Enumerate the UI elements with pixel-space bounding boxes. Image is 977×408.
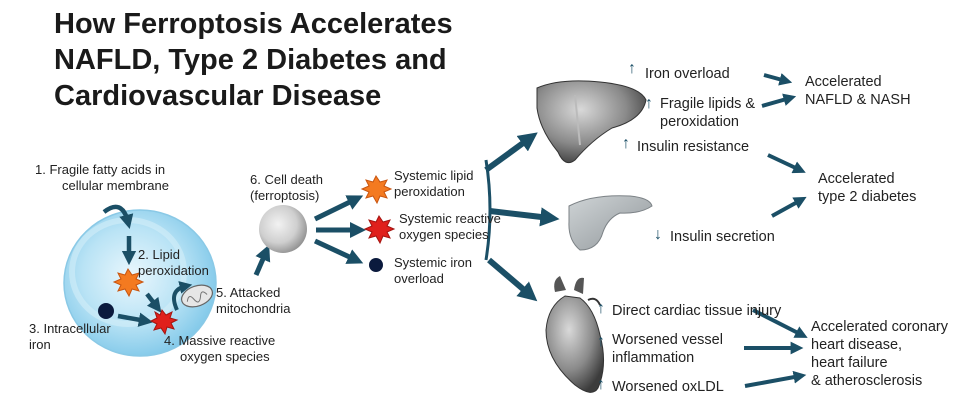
systemic-ros-label: Systemic reactive oxygen species xyxy=(399,211,501,242)
step5-label: 5. Attacked mitochondria xyxy=(216,285,291,316)
fragile-lipids-label: Fragile lipids & peroxidation xyxy=(660,96,756,130)
systemic-iron-dot-icon xyxy=(369,258,383,272)
arrow-ros-to-mito xyxy=(172,281,193,311)
systemic-ros-icon xyxy=(363,215,396,245)
heart-icon xyxy=(545,276,604,393)
outcome-diabetes: Accelerated type 2 diabetes xyxy=(818,171,917,205)
step4-label: 4. Massive reactive oxygen species xyxy=(164,333,276,364)
iron-overload-label: Iron overload xyxy=(645,66,730,82)
liver-icon xyxy=(536,80,647,164)
arrow-to-systemic-lipid xyxy=(313,195,364,222)
oxldl-label: Worsened oxLDL xyxy=(612,379,724,395)
arrow-insulin-to-diabetes xyxy=(767,153,806,174)
down-arrow-icon: ↓ xyxy=(654,226,662,243)
arrow-to-heart xyxy=(487,257,538,302)
arrow-injury-to-cvd xyxy=(752,308,808,338)
outcome-cvd: Accelerated coronary heart disease, hear… xyxy=(811,319,949,389)
arrow-to-liver xyxy=(484,132,538,173)
step1-label: 1. Fragile fatty acids in cellular membr… xyxy=(35,162,169,193)
title-line-2: NAFLD, Type 2 Diabetes and xyxy=(54,44,447,76)
vessel-inflammation-label: Worsened vessel inflammation xyxy=(612,332,723,366)
arrow-iron-to-nafld xyxy=(763,73,793,86)
arrow-to-cell-death xyxy=(253,244,271,276)
outcome-nafld: Accelerated NAFLD & NASH xyxy=(805,74,911,108)
iron-dot-icon xyxy=(98,303,114,319)
mitochondria-icon xyxy=(180,284,214,308)
arrow-lipid-to-ros xyxy=(145,292,162,313)
systemic-lipid-label: Systemic lipid peroxidation xyxy=(394,168,474,199)
curved-arrow-membrane xyxy=(102,204,134,229)
dead-cell xyxy=(259,205,307,253)
starburst-icon xyxy=(112,268,145,298)
up-arrow-icon: ↑ xyxy=(597,333,605,350)
arrow-secretion-to-diabetes xyxy=(771,196,807,218)
systemic-iron-label: Systemic iron overload xyxy=(394,255,473,286)
page-title: How Ferroptosis Accelerates NAFLD, Type … xyxy=(54,6,453,114)
ros-burst-icon xyxy=(149,309,179,336)
up-arrow-icon: ↑ xyxy=(597,300,605,317)
bracket xyxy=(484,159,492,261)
cell-death-label: 6. Cell death (ferroptosis) xyxy=(250,172,323,203)
step3-label: 3. Intracellular iron xyxy=(29,321,111,352)
insulin-secretion-label: Insulin secretion xyxy=(670,229,775,245)
up-arrow-icon: ↑ xyxy=(645,95,653,112)
arrow-oxldl-to-cvd xyxy=(744,370,807,388)
title-line-1: How Ferroptosis Accelerates xyxy=(54,8,453,40)
up-arrow-icon: ↑ xyxy=(622,135,630,152)
arrow-iron-to-ros xyxy=(117,312,154,327)
title-line-3: Cardiovascular Disease xyxy=(54,80,382,112)
up-arrow-icon: ↑ xyxy=(628,60,636,77)
up-arrow-icon: ↑ xyxy=(597,376,605,393)
cardiac-injury-label: Direct cardiac tissue injury xyxy=(612,303,782,319)
pancreas-icon xyxy=(568,195,653,251)
systemic-starburst-icon xyxy=(360,175,393,205)
arrow-to-pancreas xyxy=(489,207,560,227)
arrow-to-systemic-iron xyxy=(313,238,364,264)
cell-diagram xyxy=(63,204,217,357)
insulin-resistance-label: Insulin resistance xyxy=(637,139,750,155)
step2-label: 2. Lipid peroxidation xyxy=(138,247,209,278)
arrow-lipids-to-nafld xyxy=(761,93,797,108)
